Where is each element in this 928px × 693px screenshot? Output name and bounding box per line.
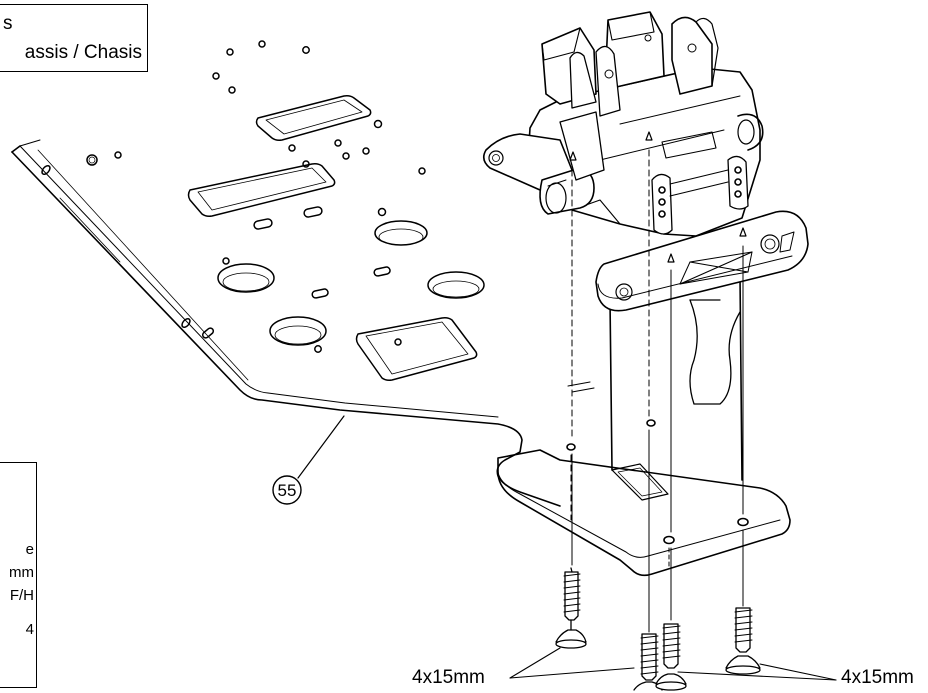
notes-line-3: F/H bbox=[9, 587, 34, 604]
notes-line-1: e bbox=[25, 541, 34, 558]
part-number-callout: 55 bbox=[272, 415, 345, 505]
screw-center-left bbox=[633, 633, 663, 691]
chassis-cutouts bbox=[41, 40, 485, 381]
assembly-guide-lines bbox=[570, 149, 744, 633]
screw-center-right bbox=[655, 623, 687, 691]
screw-size-label-right: 4x15mm bbox=[841, 667, 914, 688]
gearbox-assembly bbox=[482, 11, 809, 312]
screw-leader-lines bbox=[509, 647, 837, 681]
screw-size-label-left: 4x15mm bbox=[412, 667, 485, 688]
notes-box: e mm F/H 4 bbox=[0, 462, 37, 688]
part-number: 55 bbox=[278, 481, 297, 500]
notes-line-2: mm bbox=[9, 564, 34, 581]
title-line-2: assis / Chasis bbox=[24, 42, 142, 63]
mount-bracket bbox=[497, 275, 791, 577]
notes-line-4: 4 bbox=[25, 621, 34, 638]
chassis-plate bbox=[11, 139, 561, 507]
screw-left bbox=[555, 567, 587, 649]
title-box: s assis / Chasis bbox=[0, 4, 148, 72]
screw-right bbox=[725, 607, 761, 675]
title-line-1: s bbox=[3, 13, 13, 34]
